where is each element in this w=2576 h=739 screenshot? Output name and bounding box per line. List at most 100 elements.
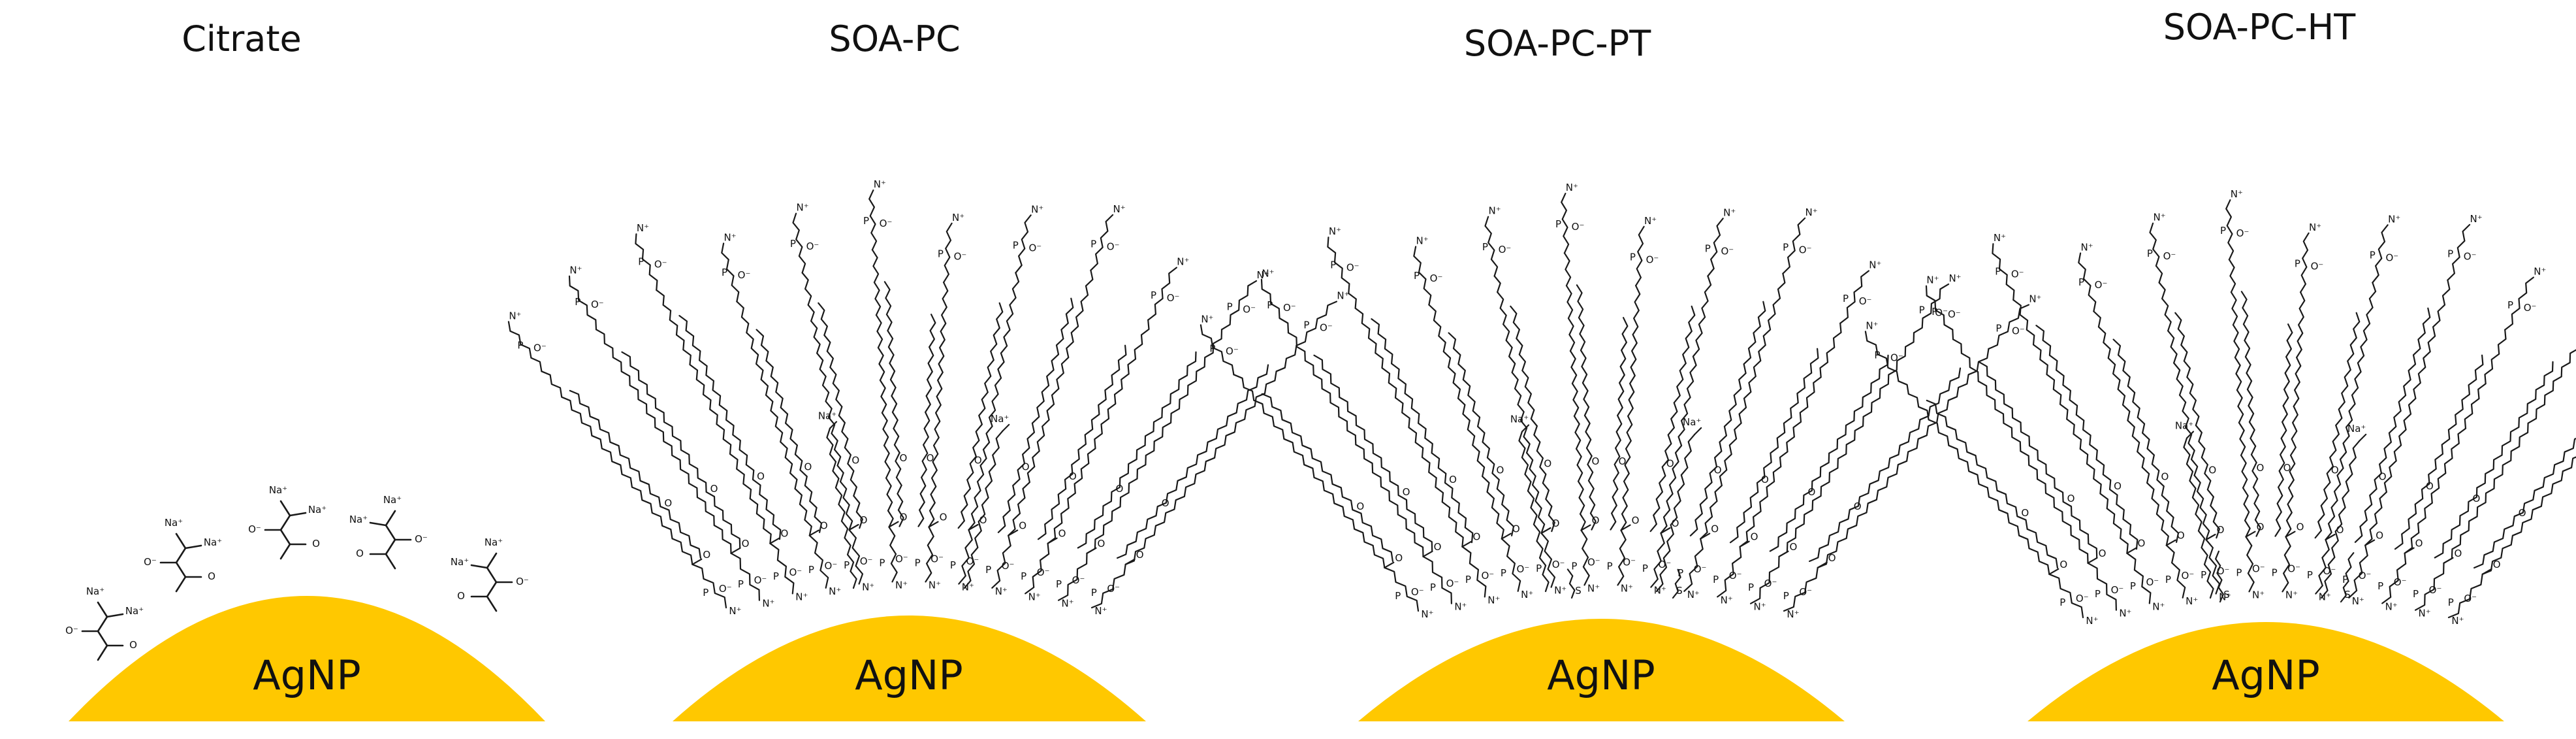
outer-oxide-label: O⁻: [2236, 227, 2250, 239]
oxide-label: O⁻: [1552, 559, 1565, 570]
oleate-chain: [1655, 433, 1696, 593]
oxide-label: O⁻: [2359, 570, 2372, 582]
headgroup-linker: [2415, 562, 2445, 611]
acyl-tail-2: [1729, 348, 1819, 544]
outer-headgroup-linker: [1015, 214, 1032, 274]
headgroup-linker: [1025, 542, 1050, 595]
acyl-tail-2: [997, 297, 1074, 533]
acyl-tail-2: [2434, 361, 2554, 559]
acyl-tail-1: [2404, 329, 2507, 554]
oxygen-label: O: [2297, 521, 2304, 533]
phosphorus-label: P: [1501, 567, 1506, 579]
phosphorus-label: P: [985, 564, 991, 576]
acyl-tail-2: [1510, 305, 1555, 533]
oxide-label: O⁻: [1002, 560, 1015, 572]
oxygen-label: O: [2415, 538, 2423, 550]
carbonyl-bond: [692, 558, 703, 565]
outer-headgroup-linker: [2504, 276, 2534, 331]
oxygen-label: O: [703, 549, 710, 561]
sodium-label: Na⁺: [308, 504, 326, 516]
nitrogen-label: N⁺: [829, 585, 841, 597]
carbonyl-bond: [1580, 524, 1591, 531]
nanoparticle-label-citrate: AgNP: [253, 651, 361, 699]
carbonyl-bond: [2285, 531, 2296, 538]
phosphorus-label: P: [1607, 560, 1613, 572]
headgroup-linker: [730, 552, 760, 601]
phosphorus-label: P: [738, 578, 744, 590]
phosphorus-label: P: [1091, 587, 1097, 599]
acyl-tail-1: [2325, 282, 2377, 541]
oxide-label: O⁻: [248, 523, 261, 535]
citrate-molecule: OO⁻Na⁺Na⁺: [451, 536, 529, 612]
outer-phosphorus-label: P: [1090, 238, 1096, 250]
citrate-molecule: OO⁻Na⁺Na⁺: [248, 484, 326, 560]
oxygen-label: O: [742, 538, 750, 550]
outer-oxide-label: O⁻: [591, 299, 604, 310]
acyl-tail-1: [2228, 259, 2251, 538]
acyl-tail-2: [1978, 361, 2098, 559]
headgroup-linker: [2048, 573, 2084, 619]
outer-phosphorus-label: P: [1555, 218, 1561, 230]
headgroup-linker: [1750, 555, 1780, 604]
sodium-label: Na⁺: [2175, 420, 2193, 432]
outer-phosphorus-label: P: [1414, 270, 1420, 282]
carbonyl-bond: [1422, 550, 1433, 557]
outer-oxide-label: O⁻: [2311, 261, 2324, 272]
headgroup-linker: [1580, 529, 1590, 586]
outer-oxide-label: O⁻: [1028, 242, 1042, 254]
outer-phosphorus-label: P: [2078, 276, 2084, 288]
ester-oxygen-label: O: [2114, 480, 2122, 492]
sodium-label: Na⁺: [451, 556, 469, 568]
phosphorus-label: P: [2307, 569, 2313, 581]
headgroup-linker: [925, 526, 934, 583]
outer-oxide-label: O⁻: [1226, 345, 1239, 357]
outer-oxide-label: O⁻: [1890, 352, 1903, 363]
oxide-label: O⁻: [2076, 593, 2089, 604]
headgroup-linker: [1717, 546, 1742, 598]
outer-headgroup-linker: [1296, 301, 1337, 346]
carbonyl-bond: [730, 547, 741, 554]
acyl-tail-1: [1124, 344, 1297, 565]
headgroup-linker: [2165, 544, 2186, 599]
oxide-label: O⁻: [1659, 559, 1672, 570]
phosphorus-label: P: [1021, 570, 1026, 582]
acyl-tail-2: [1037, 344, 1127, 540]
oxide-label: O⁻: [1446, 578, 1459, 589]
headgroup-linker: [2087, 562, 2117, 611]
phosphorus-label: P: [1642, 563, 1648, 574]
outer-nitrogen-label: N⁺: [1866, 320, 1878, 331]
outer-oxide-label: O⁻: [654, 259, 667, 271]
oxygen-label: O: [979, 514, 987, 526]
outer-phosphorus-label: P: [1932, 306, 1937, 318]
outer-nitrogen-label: N⁺: [1723, 206, 1736, 218]
carbonyl-bond: [1620, 524, 1631, 531]
acyl-tail-2: [2174, 312, 2220, 539]
citrate-molecule: OO⁻Na⁺Na⁺: [65, 585, 144, 661]
outer-nitrogen-label: N⁺: [1926, 274, 1939, 286]
oxide-label: O⁻: [719, 583, 732, 595]
acyl-tail-1: [1348, 292, 1464, 548]
oxide-label: O⁻: [930, 553, 944, 565]
citrate-backbone: [175, 533, 187, 593]
nitrogen-label: N⁺: [2319, 591, 2331, 603]
outer-headgroup-linker: [1913, 283, 1950, 334]
nitrogen-label: N⁺: [762, 598, 774, 610]
acyl-tail-2: [2035, 325, 2139, 550]
oleate-chain: [2320, 440, 2361, 599]
ester-oxygen-label: O: [2331, 465, 2339, 476]
phosphorus-label: P: [2059, 597, 2065, 608]
outer-nitrogen-label: N⁺: [1948, 272, 1961, 284]
sodium-label: Na⁺: [485, 536, 503, 548]
outer-nitrogen-label: N⁺: [1337, 290, 1349, 302]
oxygen-label: O: [312, 538, 320, 550]
sodium-label: Na⁺: [1510, 414, 1529, 425]
oleate-chain: [1518, 431, 1550, 593]
outer-headgroup-linker: [1635, 225, 1645, 287]
